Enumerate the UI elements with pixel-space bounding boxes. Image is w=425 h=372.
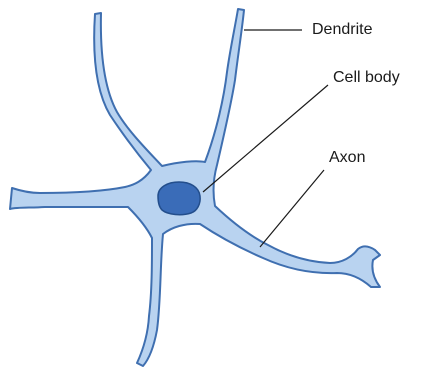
axon-label: Axon <box>329 149 365 167</box>
axon-leader-line <box>260 170 324 247</box>
dendrite-label: Dendrite <box>312 21 372 39</box>
cell-body-label: Cell body <box>333 69 400 87</box>
nucleus <box>158 182 200 215</box>
